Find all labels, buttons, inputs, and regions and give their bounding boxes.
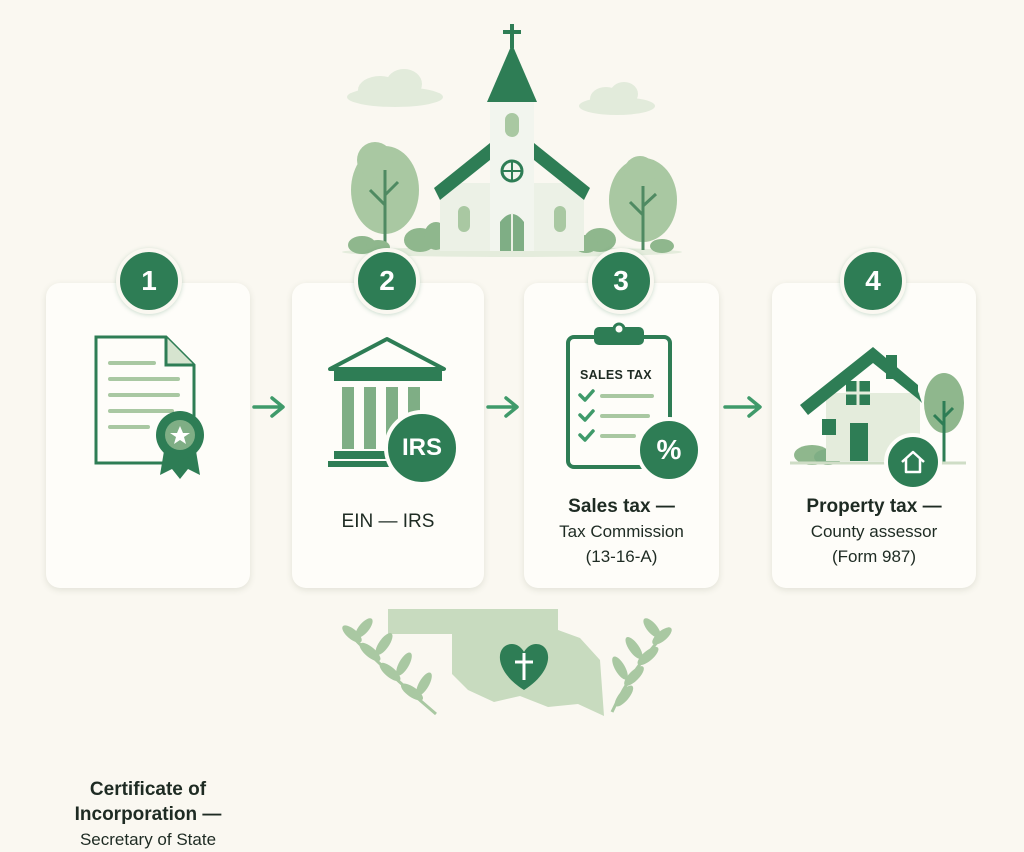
step-badge: 1 [116,248,182,314]
step-card-ein: IRS EIN — IRS [292,283,484,588]
step-card-property-tax: Property tax — County assessor (Form 987… [772,283,976,588]
step-subtitle: County assessor [810,522,938,541]
step-title: Sales tax — [568,496,675,517]
step-badge: 3 [588,248,654,314]
home-seal [884,433,942,491]
step-title: Incorporation — [74,804,222,825]
step-subtitle: (13-16-A) [585,547,658,566]
step-card-sales-tax: SALES TAX % Sales tax — Tax Commission (… [524,283,719,588]
step-subtitle: (Form 987) [831,547,917,566]
arrow-right-icon [723,396,762,418]
church-scene [342,24,682,257]
tree-icon [351,142,419,250]
irs-label: IRS [401,434,442,461]
sales-tax-label: SALES TAX [580,368,652,382]
cloud-icon [579,82,655,115]
step-title: EIN — IRS [341,511,435,532]
irs-seal: IRS [384,410,460,486]
step-subtitle: Tax Commission [559,522,684,541]
cloud-icon [347,69,443,107]
certificate-icon [94,335,204,479]
step-subtitle: Secretary of State [79,830,217,849]
step-badge: 4 [840,248,906,314]
percent-seal: % [636,417,702,483]
house-icon [790,347,966,465]
arrow-right-icon [252,396,285,418]
arrow-right-icon [486,396,519,418]
church-icon [434,24,590,251]
home-icon [901,450,925,474]
step-card-certificate: Certificate of Incorporation — Secretary… [46,283,250,849]
step-title: Property tax — [806,496,942,517]
step-badge: 2 [354,248,420,314]
tree-icon [609,156,677,250]
step-title: Certificate of [89,779,207,800]
percent-icon: % [656,434,682,465]
